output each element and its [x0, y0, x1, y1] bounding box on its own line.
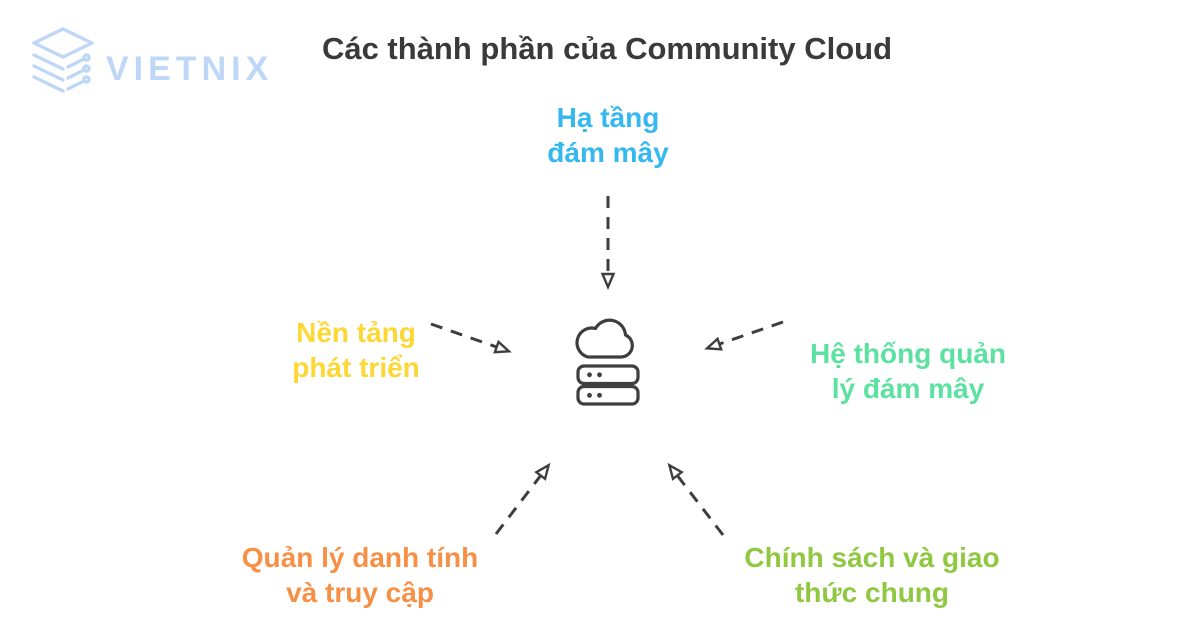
label-cloud-management-system: Hệ thống quản lý đám mây [810, 336, 1006, 406]
label-line: Hạ tầng [556, 102, 660, 133]
cloud-server-icon [575, 318, 640, 406]
page-title: Các thành phần của Community Cloud [321, 31, 893, 66]
label-shared-policy-protocols: Chính sách và giao thức chung [744, 540, 999, 610]
label-line: thức chung [794, 577, 950, 608]
label-line: Chính sách và giao [744, 542, 1000, 573]
vietnix-logo-text: VIETNIX [106, 50, 274, 88]
server-row-2 [576, 384, 640, 406]
label-line: đám mây [547, 137, 669, 168]
server-row-1 [576, 364, 640, 386]
label-cloud-infrastructure: Hạ tầng đám mây [547, 100, 668, 170]
arrow-from-bottom-left [494, 466, 548, 535]
label-line: phát triển [292, 352, 420, 383]
label-line: lý đám mây [831, 373, 985, 404]
label-line: Quản lý danh tính [241, 542, 479, 573]
arrow-from-bottom-right [670, 466, 725, 536]
label-line: và truy cập [286, 577, 434, 608]
label-line: Hệ thống quản [810, 338, 1006, 369]
vietnix-logo: VIETNIX [30, 26, 273, 98]
stacked-layers-circuit-icon [30, 26, 96, 98]
label-line: Nền tảng [296, 317, 416, 348]
arrow-from-left [430, 322, 508, 351]
label-identity-access-management: Quản lý danh tính và truy cập [242, 540, 478, 610]
label-development-platform: Nền tảng phát triển [292, 315, 420, 385]
arrow-from-right [708, 320, 784, 348]
cloud-shape [575, 318, 634, 359]
